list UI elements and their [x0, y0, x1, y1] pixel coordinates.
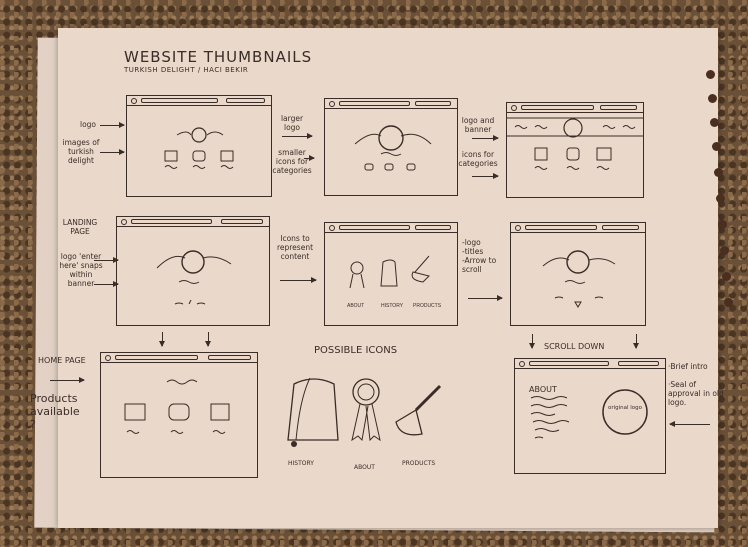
wireframe-2: [324, 98, 458, 196]
scroll-down-label: SCROLL DOWN: [544, 342, 605, 351]
possible-icons-title: POSSIBLE ICONS: [314, 345, 398, 356]
note-line: -titles: [462, 247, 484, 256]
note-icons-categories: icons for categories: [458, 150, 498, 168]
home-products: [124, 379, 230, 434]
arrow-icon: [100, 149, 125, 155]
arrow-icon: [472, 135, 499, 141]
down-arrow-icon: [529, 334, 535, 349]
arrow-icon: [94, 257, 119, 263]
wireframe-3: [506, 102, 644, 198]
icon-label-products: PRODUCTS: [413, 303, 442, 309]
note-logo-banner: logo and banner: [461, 116, 495, 134]
sketch-paper: WEBSITE THUMBNAILS TURKISH DELIGHT / HAC…: [30, 28, 733, 528]
arrow-icon: [100, 122, 125, 128]
binder-hole: [710, 118, 719, 127]
fez-hat-icon: [287, 377, 339, 447]
about-text-lines: [530, 389, 648, 439]
note-larger-logo: larger logo: [280, 114, 304, 132]
binder-hole: [712, 142, 721, 151]
arrow-icon: [280, 277, 317, 283]
wireframe-icons: ABOUT HISTORY PRODUCTS: [324, 222, 458, 326]
sheet-subtitle: TURKISH DELIGHT / HACI BEKIR: [124, 66, 249, 74]
banner-and-icons: [507, 117, 643, 170]
browser-bar: [101, 353, 257, 363]
logo-scroll-arrow: [542, 250, 616, 308]
wireframe-home: [100, 352, 258, 478]
binder-hole: [714, 168, 723, 177]
binder-hole: [724, 298, 733, 307]
browser-bar: [117, 217, 269, 227]
wireframe-scroll: [510, 222, 646, 326]
note-smaller-icons: smaller icons for categories: [272, 148, 312, 175]
icon-label-products: PRODUCTS: [402, 460, 436, 467]
browser-bar: [325, 99, 457, 109]
browser-bar: [511, 223, 645, 233]
icon-label-about: ABOUT: [347, 303, 365, 309]
landing-page-label: LANDING PAGE: [62, 218, 98, 236]
note-logo-enter-here: logo 'enter here' snaps within banner: [59, 252, 103, 288]
note-logo-titles-arrow: -logo -titles -Arrow to scroll: [462, 238, 506, 274]
arrow-icon: [94, 281, 119, 287]
down-arrow-icon: [205, 332, 211, 347]
binder-hole: [718, 220, 727, 229]
landing-logo: [156, 250, 232, 305]
binder-hole: [716, 194, 725, 203]
products-available-note: Products available ?: [30, 392, 80, 431]
browser-bar: [325, 223, 457, 233]
sheet-title: WEBSITE THUMBNAILS: [124, 48, 313, 66]
arrow-icon: [472, 173, 499, 179]
wireframe-about: ABOUT original logo: [514, 358, 666, 474]
icon-label-history: HISTORY: [288, 460, 314, 467]
arrow-icon: [669, 421, 710, 427]
larger-logo-small-icons: [354, 125, 432, 171]
wireframe-1: [126, 95, 272, 197]
note-line: -Arrow to scroll: [462, 256, 497, 274]
binder-hole: [708, 94, 717, 103]
browser-bar: [515, 359, 665, 369]
binder-hole: [706, 70, 715, 79]
down-arrow-icon: [633, 334, 639, 349]
binder-hole: [720, 246, 729, 255]
seal-text: original logo: [607, 405, 643, 411]
logo-and-product-icons: [164, 127, 234, 169]
down-arrow-icon: [159, 332, 165, 347]
content-icons: [349, 255, 430, 289]
note-line: -logo: [462, 238, 481, 247]
home-page-label: HOME PAGE: [38, 356, 86, 365]
note-brief-intro: ·Brief intro: [668, 362, 708, 371]
note-logo: logo: [79, 120, 97, 129]
arrow-icon: [50, 377, 85, 383]
note-icons-content: Icons to represent content: [276, 234, 314, 261]
browser-bar: [507, 103, 643, 113]
note-seal-approval: ·Seal of approval in old logo.: [668, 380, 724, 407]
rosette-seal-icon: [351, 378, 381, 442]
cleaver-knife-icon: [395, 384, 442, 436]
arrow-icon: [282, 133, 313, 139]
binder-hole: [722, 272, 731, 281]
icon-label-about: ABOUT: [354, 464, 375, 471]
arrow-icon: [468, 295, 503, 301]
about-heading: ABOUT: [529, 385, 557, 394]
possible-icons-drawings: [287, 377, 442, 447]
browser-bar: [127, 96, 271, 106]
wireframe-landing: [116, 216, 270, 326]
note-images: images of turkish delight: [62, 138, 100, 165]
icon-label-history: HISTORY: [381, 303, 404, 309]
arrow-icon: [304, 155, 315, 161]
